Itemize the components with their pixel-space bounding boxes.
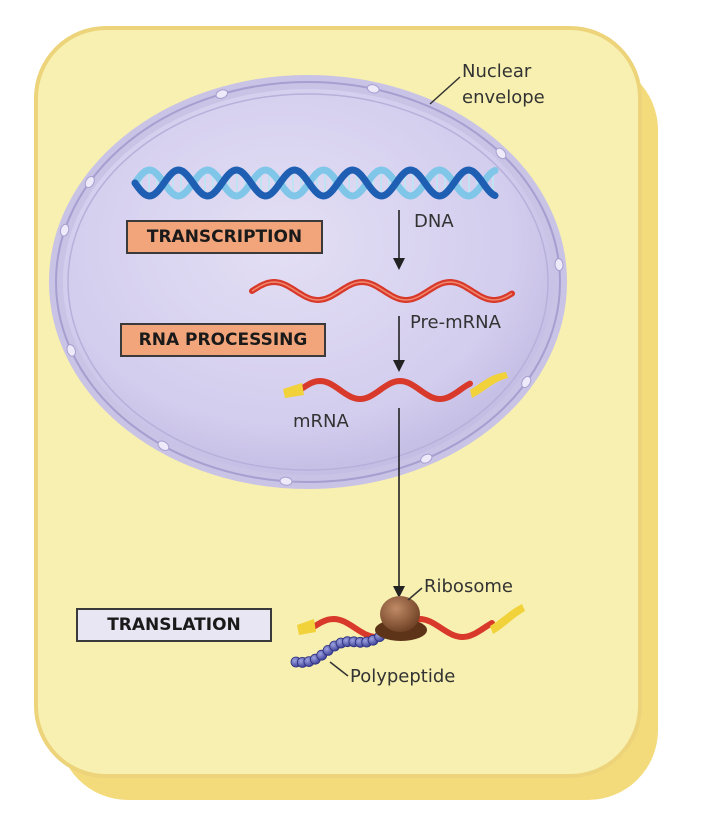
nuclear-pore	[554, 258, 564, 272]
nuclear-envelope-pointer	[429, 76, 461, 105]
arrow-dna-to-premrna	[393, 210, 405, 270]
nuclear-pore	[157, 440, 170, 452]
nuclear-envelope	[55, 81, 561, 483]
polypeptide-pointer	[329, 661, 349, 677]
mrna-ribbon	[297, 377, 473, 403]
nuclear-pores	[59, 84, 564, 486]
nuclear-pore	[279, 476, 293, 486]
ribosome	[375, 596, 427, 641]
mrna-polya-tail	[470, 372, 508, 398]
cyto-mrna-cap	[297, 619, 316, 635]
nuclear-pore	[215, 89, 229, 99]
nuclear-pore	[366, 84, 380, 94]
nuclear-pore	[495, 147, 507, 160]
pre-mrna-strand	[249, 278, 515, 304]
nuclear-pore	[84, 175, 95, 189]
mrna-5prime-cap	[283, 383, 304, 398]
arrow-premrna-to-mrna	[393, 316, 405, 372]
mrna-strand	[283, 372, 508, 403]
ribosome-label: Ribosome	[424, 576, 513, 597]
rna-processing-box: RNA PROCESSING	[120, 323, 326, 357]
cyto-mrna-tail	[490, 604, 525, 634]
ribosome-pointer	[407, 587, 423, 601]
pre-mrna-label: Pre-mRNA	[410, 312, 501, 333]
nuclear-envelope-inner	[67, 93, 549, 471]
dna-double-helix	[131, 166, 499, 200]
transcription-box: TRANSCRIPTION	[126, 220, 323, 254]
dna-label: DNA	[414, 211, 454, 232]
nuclear-pore	[66, 344, 76, 357]
nuclear-envelope-label-line2: envelope	[462, 87, 545, 108]
pre-mrna-highlight	[251, 281, 513, 301]
nuclear-pore	[521, 375, 532, 389]
translation-box: TRANSLATION	[76, 608, 272, 642]
nuclear-envelope-label-line1: Nuclear	[462, 61, 532, 82]
arrow-mrna-to-translation	[393, 408, 405, 598]
dna-strand-dark	[131, 166, 499, 200]
nuclear-pore	[59, 223, 70, 237]
nuclear-pore	[420, 453, 433, 464]
polypeptide-label: Polypeptide	[350, 666, 456, 687]
mrna-label: mRNA	[293, 411, 349, 432]
